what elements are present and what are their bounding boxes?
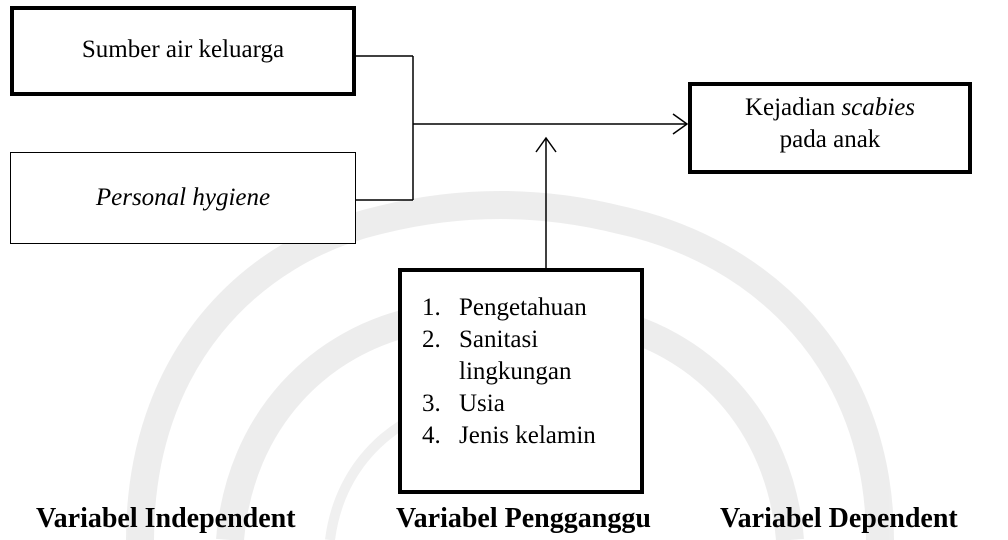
label-variabel-dependent: Variabel Dependent <box>720 503 958 534</box>
sumber-air-text: Sumber air keluarga <box>81 36 285 63</box>
label-variabel-independent: Variabel Independent <box>36 503 296 534</box>
confounding-list: 1.Pengetahuan 2.Sanitasi lingkungan 3.Us… <box>422 292 640 452</box>
list-item: 3.Usia <box>422 390 505 417</box>
personal-hygiene-text: Personal hygiene <box>95 184 271 211</box>
list-item: 1.Pengetahuan <box>422 294 587 321</box>
kejadian-text-italic: scabies <box>841 94 916 121</box>
kejadian-text-2: pada anak <box>779 126 881 153</box>
list-item: 2.Sanitasi lingkungan <box>422 326 572 385</box>
independent-box-personal-hygiene: Personal hygiene <box>10 152 356 244</box>
confounding-box: 1.Pengetahuan 2.Sanitasi lingkungan 3.Us… <box>398 268 644 494</box>
dependent-box-kejadian-scabies: Kejadian scabies pada anak <box>688 82 972 174</box>
kejadian-text-1: Kejadian <box>744 94 842 121</box>
arrowhead-up <box>535 136 557 153</box>
independent-box-sumber-air: Sumber air keluarga <box>10 6 356 96</box>
label-variabel-pengganggu: Variabel Pengganggu <box>396 503 651 534</box>
list-item: 4.Jenis kelamin <box>422 422 596 449</box>
arrowhead-to-dependent <box>672 113 689 135</box>
